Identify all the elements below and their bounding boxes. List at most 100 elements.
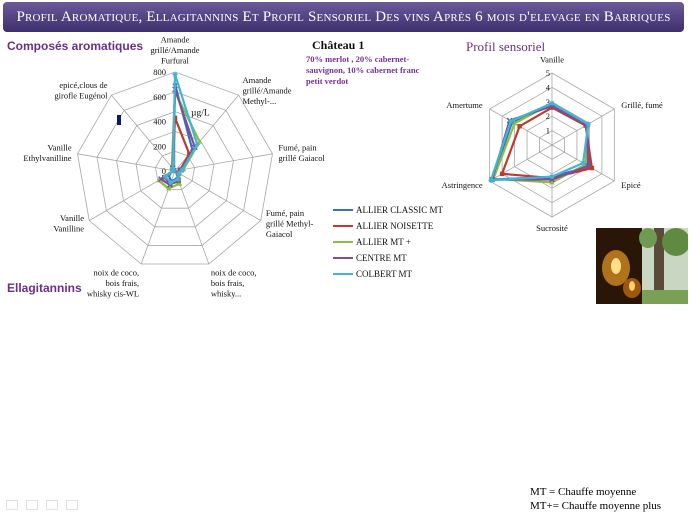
note-mt: MT = Chauffe moyenne: [530, 486, 637, 498]
sensory-axis-label: Vanille: [540, 55, 564, 65]
sensory-data-point: [549, 179, 555, 185]
legend-item: CENTRE MT: [333, 250, 443, 266]
aroma-data-point: [176, 170, 182, 176]
aroma-axis-label: Vanilline: [53, 224, 84, 234]
aroma-grid-ring: [116, 111, 234, 228]
aroma-axis-label: Fumé, pain: [266, 208, 305, 218]
prev-slide-icon[interactable]: [6, 500, 18, 510]
aroma-axis-label: Vanille: [60, 213, 84, 223]
aroma-tick-label: 800: [153, 67, 166, 77]
sensory-tick-label: 4: [546, 82, 551, 92]
pen-icon[interactable]: [26, 500, 38, 510]
aroma-axis-label: bois frais,: [106, 278, 140, 288]
legend-line-allier-classic: [333, 209, 353, 211]
sensory-data-point: [508, 118, 514, 124]
aroma-data-point: [179, 167, 185, 173]
chateau-name: Château 1: [312, 38, 365, 52]
legend-label: COLBERT MT: [356, 269, 413, 279]
aroma-axis-label: epicé,clous de: [59, 80, 107, 90]
aroma-data-point: [175, 176, 181, 182]
aroma-axis-label: Ethylvanilline: [23, 153, 71, 163]
aroma-data-point: [197, 138, 203, 144]
sensory-axis-label: Grillé, fumé: [621, 100, 663, 110]
aroma-spoke: [174, 170, 261, 221]
aroma-axis-label: grillé/Amande: [242, 85, 291, 95]
sensory-data-point: [511, 120, 518, 126]
sensory-axis-label: Sucrosité: [536, 223, 568, 233]
sensory-data-point: [549, 100, 555, 106]
sensory-tick-label: 3: [546, 97, 550, 107]
aroma-spoke: [174, 153, 273, 172]
sensory-tick-label: 5: [546, 68, 550, 78]
sensory-data-point: [517, 124, 522, 129]
menu-icon[interactable]: [46, 500, 58, 510]
sensory-data-point: [488, 177, 494, 183]
sensory-data-point: [580, 160, 586, 166]
aroma-spoke: [77, 153, 176, 172]
sensory-axis-label: Amertume: [446, 100, 483, 110]
title-bar: Profil Aromatique, Ellagitannins Et Prof…: [3, 2, 684, 32]
aroma-axis-label: bois frais,: [211, 278, 245, 288]
aroma-axis-label: Methyl-...: [242, 96, 276, 106]
legend-label: ALLIER NOISETTE: [356, 221, 434, 231]
candle-barrel-forest-photo: [596, 228, 688, 304]
sensory-data-point: [549, 174, 555, 180]
slide-toolbar[interactable]: [6, 500, 78, 510]
sensory-data-point: [499, 171, 505, 176]
legend-item: COLBERT MT: [333, 266, 443, 282]
legend-line-colbert-mt: [333, 273, 353, 275]
section-aromatic-title: Composés aromatiques: [7, 39, 144, 53]
aroma-axis-label: noix de coco,: [94, 268, 140, 278]
aroma-spoke: [111, 94, 176, 172]
aroma-data-point: [168, 180, 174, 186]
sensory-spoke: [551, 108, 615, 146]
aroma-grid-ring: [96, 91, 254, 246]
aroma-axis-label: Furfural: [161, 56, 189, 66]
note-mt-plus: MT+= Chauffe moyenne plus: [530, 500, 662, 512]
aroma-axis-label: Fumé, pain: [278, 142, 317, 152]
aroma-data-point: [171, 168, 177, 174]
aroma-axis-label: grillé Gaiacol: [278, 153, 325, 163]
legend-line-centre-mt: [333, 257, 353, 259]
next-slide-icon[interactable]: [66, 500, 78, 510]
aroma-unit-label: µg/L: [191, 109, 210, 119]
eugenol-marker: [117, 115, 121, 125]
aroma-data-point: [172, 71, 178, 78]
aroma-axis-label: Gaiacol: [266, 229, 293, 239]
aroma-axis-label: Amande: [242, 75, 271, 85]
aroma-grid-ring: [155, 150, 195, 191]
aroma-axis-label: noix de coco,: [211, 268, 257, 278]
sensory-axis-label: Epicé: [621, 180, 641, 190]
legend-label: ALLIER MT +: [356, 237, 411, 247]
aroma-data-point: [194, 141, 200, 148]
sensory-axis-label: Astringence: [442, 180, 483, 190]
legend-line-allier-noisette: [333, 225, 353, 227]
legend-item: ALLIER CLASSIC MT: [333, 202, 443, 218]
sensory-data-point: [549, 105, 555, 110]
chart-legend: ALLIER CLASSIC MT ALLIER NOISETTE ALLIER…: [333, 202, 443, 282]
aroma-data-point: [158, 176, 164, 182]
aroma-axis-label: girofle Eugénol: [54, 91, 108, 101]
aroma-tick-label: 0: [162, 166, 166, 176]
legend-line-allier-mt-plus: [333, 241, 353, 243]
aroma-data-point: [170, 166, 176, 172]
cepage-text: 70% merlot , 20% cabernet-sauvignon, 10%…: [306, 54, 420, 86]
aroma-axis-label: Amande: [161, 35, 190, 45]
aroma-grid-ring: [135, 130, 215, 209]
aroma-data-point: [162, 173, 168, 180]
aroma-tick-label: 400: [153, 117, 166, 127]
aroma-axis-label: Vanille: [48, 142, 72, 152]
aroma-axis-label: whisky cis-WL: [87, 289, 139, 299]
aroma-axis-label: whisky...: [211, 289, 241, 299]
sensory-tick-label: 1: [546, 126, 550, 136]
legend-item: ALLIER NOISETTE: [333, 218, 443, 234]
legend-item: ALLIER MT +: [333, 234, 443, 250]
aroma-data-point: [166, 185, 172, 191]
aroma-axis-label: grillé Methyl-: [266, 218, 314, 228]
aroma-tick-label: 600: [153, 92, 166, 102]
photo-image: [596, 228, 688, 304]
sensory-tick-label: 2: [546, 111, 550, 121]
aroma-axis-label: grillé/Amande: [150, 45, 199, 55]
sensory-data-point: [589, 165, 595, 171]
section-sensory-title: Profil sensoriel: [466, 39, 546, 54]
